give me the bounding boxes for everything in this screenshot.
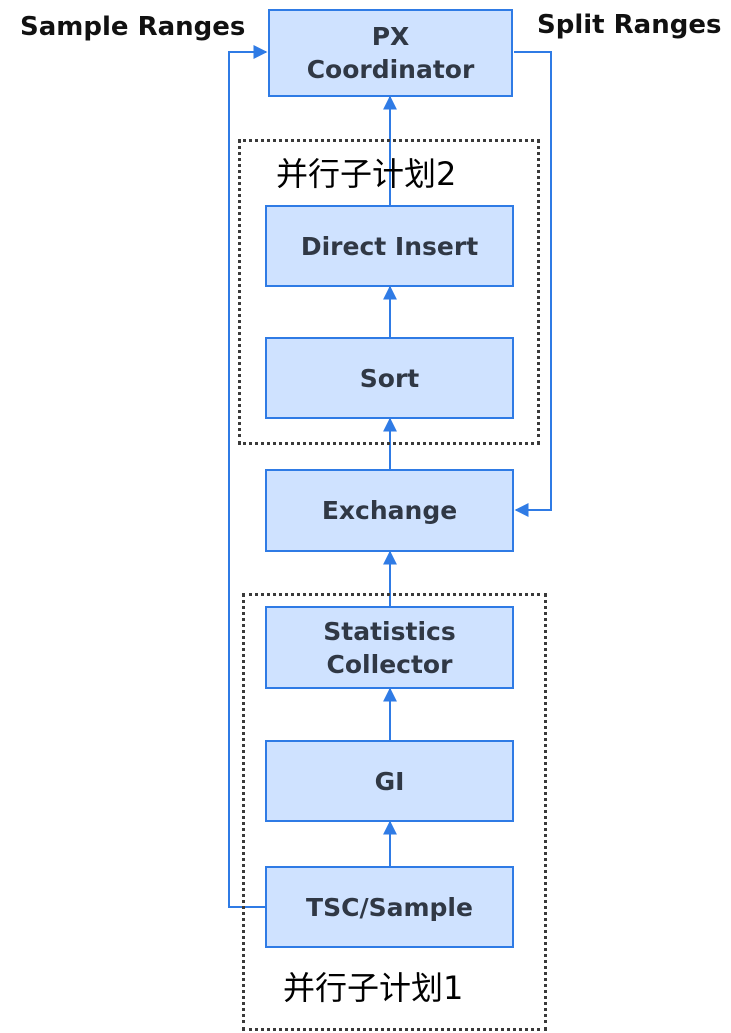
sort-node[interactable]: Sort — [265, 337, 514, 419]
px-coordinator-line1: PX — [371, 22, 410, 51]
split-ranges-label: Split Ranges — [537, 10, 722, 40]
gi-label: GI — [374, 766, 405, 796]
parallel-subplan-2-label: 并行子计划2 — [276, 155, 457, 193]
tsc-sample-label: TSC/Sample — [306, 892, 473, 922]
direct-insert-label: Direct Insert — [300, 231, 479, 261]
parallel-subplan-2-group — [238, 139, 540, 445]
px-coordinator-node[interactable]: PX Coordinator — [268, 9, 513, 97]
direct-insert-node[interactable]: Direct Insert — [265, 205, 514, 287]
exchange-label: Exchange — [321, 496, 458, 525]
tsc-sample-node[interactable]: TSC/Sample — [265, 866, 514, 948]
parallel-subplan-1-group — [242, 593, 547, 1031]
edge-sample-ranges — [228, 45, 268, 908]
edge-split-ranges — [514, 51, 552, 517]
statistics-collector-node[interactable]: Statistics Collector — [265, 606, 514, 689]
statistics-collector-line2: Collector — [326, 649, 453, 679]
exchange-node[interactable]: Exchange — [265, 469, 514, 552]
sort-label: Sort — [359, 363, 420, 393]
sample-ranges-label: Sample Ranges — [20, 12, 246, 42]
parallel-subplan-1-label: 并行子计划1 — [283, 969, 464, 1007]
statistics-collector-line1: Statistics — [323, 616, 456, 646]
px-coordinator-line2: Coordinator — [306, 55, 475, 84]
gi-node[interactable]: GI — [265, 740, 514, 822]
